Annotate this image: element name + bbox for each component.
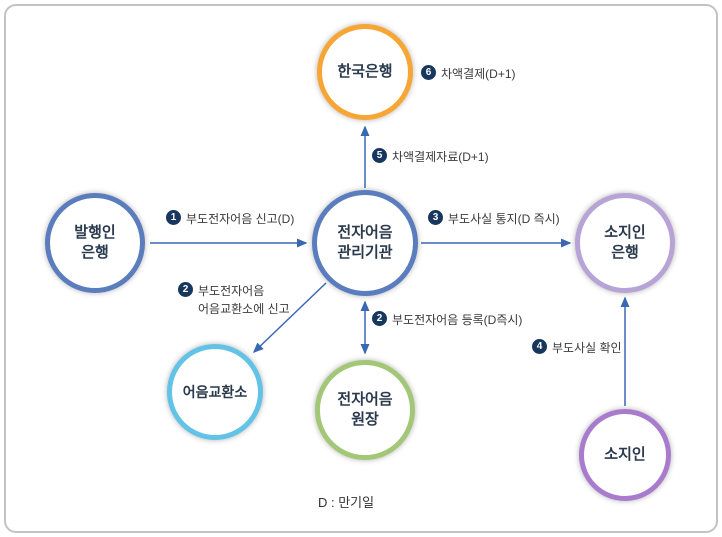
node-ebill-ledger: 전자어음 원장: [315, 360, 415, 460]
step-label-1: 1 부도전자어음 신고(D): [166, 209, 294, 228]
step-badge-4: 4: [532, 339, 547, 354]
node-issuer-bank: 발행인 은행: [45, 193, 145, 293]
step-text-1: 부도전자어음 신고(D): [186, 212, 295, 226]
step-badge-6: 6: [421, 65, 436, 80]
step-badge-1: 1: [166, 210, 181, 225]
step-badge-3: 3: [428, 210, 443, 225]
step-label-6: 6 차액결제(D+1): [421, 64, 516, 83]
node-holder-bank: 소지인 은행: [575, 193, 675, 293]
step-label-2a: 2 부도전자어음 어음교환소에 신고: [178, 281, 290, 318]
node-bank-of-korea: 한국은행: [317, 24, 413, 120]
step-label-5: 5 차액결제자료(D+1): [372, 147, 489, 166]
node-holder: 소지인: [579, 409, 671, 501]
step-badge-5: 5: [372, 148, 387, 163]
step-text-2b: 부도전자어음 등록(D즉시): [392, 313, 523, 327]
step-text-5: 차액결제자료(D+1): [392, 150, 489, 164]
step-text-6: 차액결제(D+1): [441, 67, 516, 81]
node-clearing-house: 어음교환소: [167, 344, 263, 440]
step-badge-2b: 2: [372, 311, 387, 326]
step-label-4: 4 부도사실 확인: [532, 338, 622, 357]
step-text-3: 부도사실 통지(D 즉시): [448, 212, 560, 226]
node-ebill-manager: 전자어음 관리기관: [312, 190, 418, 296]
step-text-4: 부도사실 확인: [552, 341, 622, 355]
footnote-maturity-date: D : 만기일: [318, 495, 375, 510]
step-label-3: 3 부도사실 통지(D 즉시): [428, 209, 560, 228]
step-badge-2a: 2: [178, 282, 193, 297]
step-label-2b: 2 부도전자어음 등록(D즉시): [372, 310, 522, 329]
step-text-2a: 부도전자어음 어음교환소에 신고: [198, 284, 290, 316]
